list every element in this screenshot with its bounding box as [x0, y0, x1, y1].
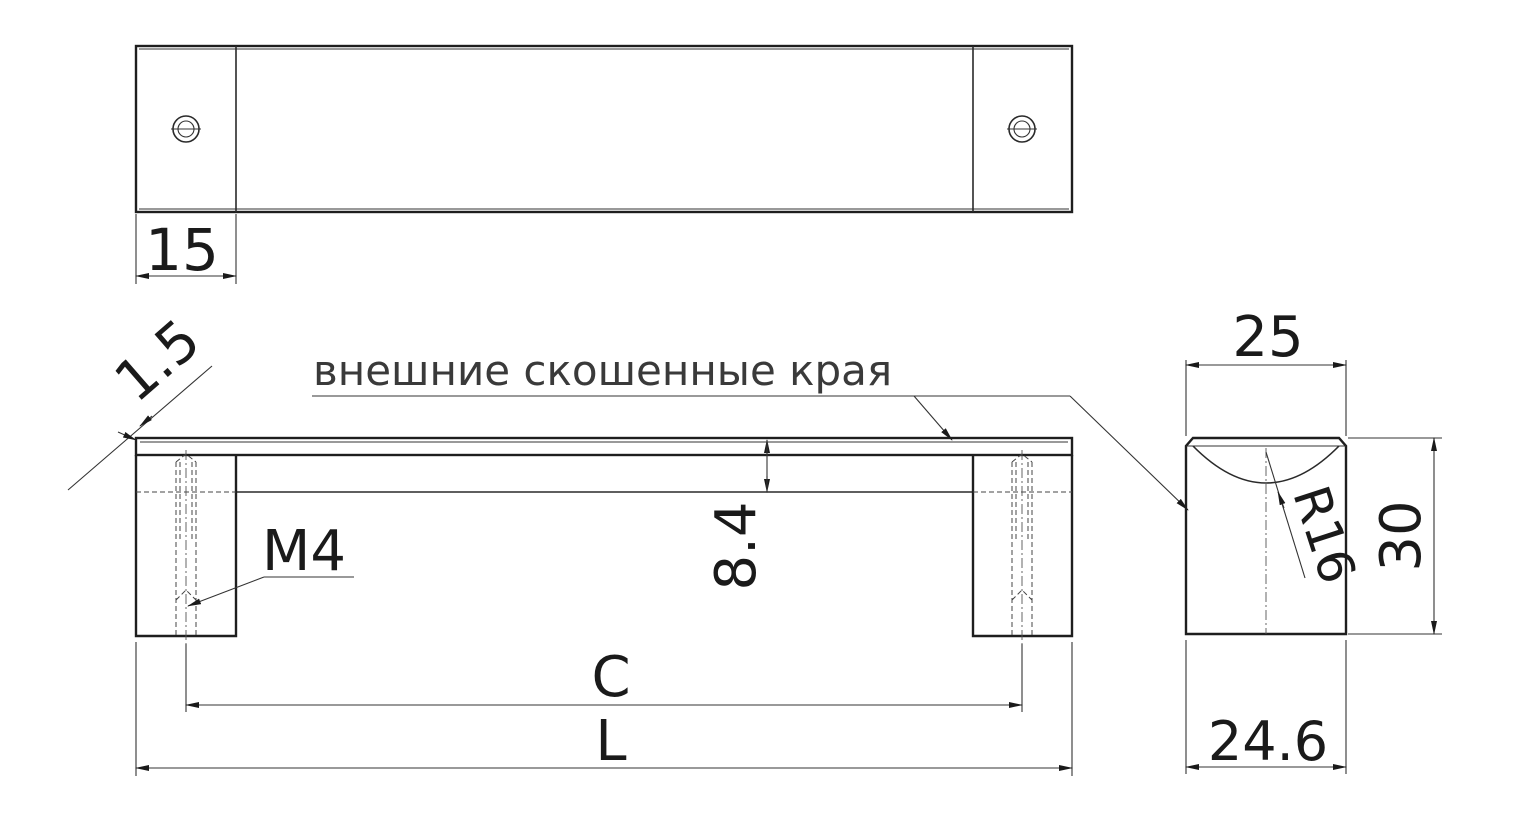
side-view: R16 25 30 24.6: [1184, 305, 1442, 774]
left-threaded-hole: [175, 450, 197, 648]
right-screw-hole: [1007, 115, 1037, 143]
front-view: 1.5 внешние скошенные края 8.4 M4 C: [67, 307, 1189, 776]
dim-label-25: 25: [1232, 305, 1303, 370]
chamfer-note-text: внешние скошенные края: [313, 346, 892, 395]
right-threaded-hole: [1011, 450, 1033, 648]
dimension-side-height: 30: [1348, 437, 1442, 635]
dim-label-1-5: 1.5: [103, 307, 213, 414]
dimension-length: L: [135, 642, 1073, 776]
dimension-center-distance: C: [185, 644, 1023, 712]
dimension-chamfer: 1.5: [67, 307, 213, 491]
dimension-side-width: 25: [1185, 305, 1347, 436]
dimension-bar-thickness: 8.4: [704, 439, 770, 591]
right-post: [971, 455, 1074, 638]
dim-label-c: C: [591, 645, 630, 710]
top-view-outline: [134, 44, 1074, 214]
side-view-arc: [1192, 445, 1340, 484]
dimension-side-base-width: 24.6: [1185, 640, 1347, 774]
top-view: 15: [134, 44, 1074, 284]
thread-callout: M4: [187, 519, 354, 607]
dim-label-r16: R16: [1281, 479, 1367, 590]
dim-label-l: L: [595, 709, 626, 774]
dimension-radius: R16: [1265, 451, 1367, 590]
chamfer-note: внешние скошенные края: [312, 346, 1189, 511]
handle-top-bar: [134, 436, 1074, 457]
dim-label-24-6: 24.6: [1208, 710, 1328, 773]
dimension-top-width: 15: [135, 214, 237, 284]
dim-label-8-4: 8.4: [704, 501, 769, 590]
dim-label-30: 30: [1369, 500, 1434, 571]
left-screw-hole: [171, 115, 201, 143]
dim-label-m4: M4: [262, 519, 346, 584]
dim-label-15: 15: [145, 216, 219, 284]
